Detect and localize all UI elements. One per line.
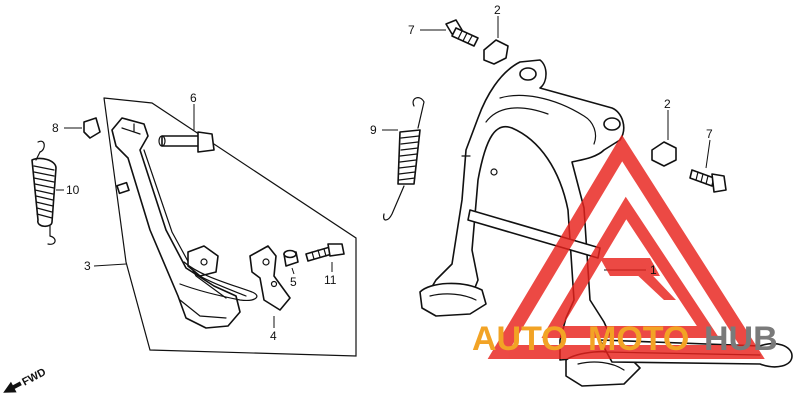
bolt-6 <box>158 104 215 153</box>
callout-8: 8 <box>52 121 59 135</box>
callout-5: 5 <box>290 275 297 289</box>
callout-2-right: 2 <box>664 97 671 111</box>
cap-2-right <box>651 110 677 167</box>
callout-11: 11 <box>324 273 337 287</box>
callout-7-right: 7 <box>706 127 713 141</box>
side-stand-panel <box>103 97 357 357</box>
callout-7-top: 7 <box>408 23 415 37</box>
spring-9 <box>382 97 425 221</box>
callout-labels: 1 2 2 3 4 5 6 7 7 8 9 10 11 <box>52 3 713 343</box>
side-stand-outline <box>103 97 357 357</box>
spring-10 <box>31 140 64 245</box>
fwd-indicator: FWD <box>3 366 48 393</box>
watermark-triangle-inner <box>541 196 720 338</box>
watermark-logo <box>487 134 765 359</box>
stand-bracket <box>249 245 291 328</box>
fwd-label: FWD <box>20 366 48 388</box>
bolt-7-right <box>689 139 727 193</box>
bolt-7-top <box>420 19 479 47</box>
fwd-arrow-icon <box>3 381 22 393</box>
watermark-word-auto: AUTO <box>472 320 568 358</box>
callout-6: 6 <box>190 91 197 105</box>
cap-2-top <box>483 16 509 65</box>
callout-2-top: 2 <box>494 3 501 17</box>
watermark-triangle-outer <box>487 134 765 359</box>
bolt-11 <box>305 243 345 272</box>
side-stand-bar <box>111 117 258 329</box>
watermark-word-hub: HUB <box>704 320 778 358</box>
pivot-pin <box>283 249 299 275</box>
watermark-a-leg <box>632 262 676 300</box>
callout-10: 10 <box>66 183 80 197</box>
watermark-word-moto: MOTO <box>588 320 689 358</box>
leader-3 <box>93 263 127 267</box>
callout-9: 9 <box>370 123 377 137</box>
callout-1: 1 <box>650 263 657 277</box>
washer-8 <box>64 117 101 139</box>
watermark-text: AUTO MOTO HUB <box>472 320 778 358</box>
callout-3: 3 <box>84 259 91 273</box>
callout-4: 4 <box>270 329 277 343</box>
